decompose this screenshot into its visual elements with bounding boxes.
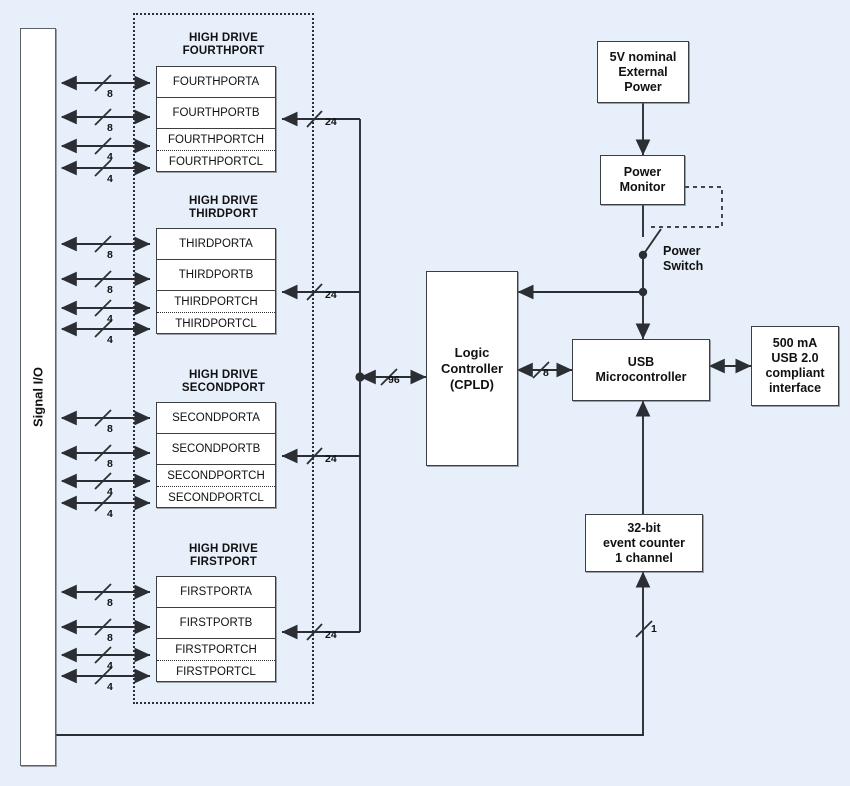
bus-width-firstportb: 8	[107, 632, 113, 644]
bus-width-thirdportb: 8	[107, 284, 113, 296]
port-fourthportch[interactable]: FOURTHPORTCH	[157, 129, 275, 151]
signal-io-bar: Signal I/O	[20, 28, 56, 766]
firstport-stack: FIRSTPORTA FIRSTPORTB FIRSTPORTCH FIRSTP…	[156, 576, 276, 682]
logic-controller-line1: Logic	[454, 344, 490, 360]
port-firstportch[interactable]: FIRSTPORTCH	[157, 639, 275, 661]
usb-interface-line4: interface	[768, 381, 822, 395]
high-drive-firstport-title: HIGH DRIVE FIRSTPORT	[133, 543, 314, 569]
usb-interface-line1: 500 mA	[772, 336, 818, 350]
usb-interface-block[interactable]: 500 mA USB 2.0 compliant interface	[751, 326, 839, 406]
bus-width-firstporta: 8	[107, 597, 113, 609]
external-power-line2: External	[618, 64, 668, 79]
external-power-block[interactable]: 5V nominal External Power	[597, 41, 689, 103]
high-drive-thirdport-title: HIGH DRIVE THIRDPORT	[133, 195, 314, 221]
port-thirdportch[interactable]: THIRDPORTCH	[157, 291, 275, 313]
event-counter-line1: 32-bit	[627, 520, 661, 535]
thirdport-title-line2: THIRDPORT	[189, 208, 258, 220]
fourthport-stack: FOURTHPORTA FOURTHPORTB FOURTHPORTCH FOU…	[156, 66, 276, 172]
fourthport-title-line2: FOURTHPORT	[182, 45, 265, 57]
port-secondporta[interactable]: SECONDPORTA	[157, 403, 275, 434]
port-fourthporta[interactable]: FOURTHPORTA	[157, 67, 275, 98]
event-counter-line3: 1 channel	[615, 550, 673, 565]
logic-controller-line2: Controller	[440, 360, 504, 376]
bus-width-cpld-usb: 8	[543, 367, 549, 379]
logic-controller-line3: (CPLD)	[449, 376, 495, 392]
port-firstportb[interactable]: FIRSTPORTB	[157, 608, 275, 639]
usb-microcontroller-line2: Microcontroller	[595, 370, 687, 384]
bus-width-secondportcl: 4	[107, 508, 113, 520]
secondport-title-line1: HIGH DRIVE	[188, 369, 259, 381]
secondport-title-line2: SECONDPORT	[181, 382, 266, 394]
port-secondportb[interactable]: SECONDPORTB	[157, 434, 275, 465]
logic-controller-block[interactable]: Logic Controller (CPLD)	[426, 271, 518, 466]
bus-width-thirdportcl: 4	[107, 334, 113, 346]
power-monitor-line2: Monitor	[619, 180, 666, 194]
bus-width-firstport-group: 24	[325, 629, 337, 641]
port-thirdportcl[interactable]: THIRDPORTCL	[175, 318, 257, 330]
bus-width-fourthport-group: 24	[325, 116, 337, 128]
usb-interface-line3: compliant	[765, 366, 825, 380]
firstport-title-line2: FIRSTPORT	[190, 556, 257, 568]
bus-width-fourthportch: 4	[107, 151, 113, 163]
fourthport-title-line1: HIGH DRIVE	[188, 32, 259, 44]
port-thirdporta[interactable]: THIRDPORTA	[157, 229, 275, 260]
port-secondportch[interactable]: SECONDPORTCH	[157, 465, 275, 487]
high-drive-secondport-title: HIGH DRIVE SECONDPORT	[133, 369, 314, 395]
power-switch-label: Power Switch	[663, 244, 703, 274]
port-fourthportcl[interactable]: FOURTHPORTCL	[168, 156, 264, 168]
bus-width-firstportcl: 4	[107, 681, 113, 693]
high-drive-fourthport-title: HIGH DRIVE FOURTHPORT	[133, 32, 314, 58]
usb-interface-line2: USB 2.0	[771, 351, 819, 365]
bus-width-firstportch: 4	[107, 660, 113, 672]
port-secondportcl[interactable]: SECONDPORTCL	[168, 492, 264, 504]
bus-width-fourthportcl: 4	[107, 173, 113, 185]
bus-width-secondporta: 8	[107, 423, 113, 435]
power-switch-label-line2: Switch	[663, 259, 704, 273]
event-counter-line2: event counter	[603, 535, 685, 550]
bus-width-counter-input: 1	[651, 623, 657, 635]
power-monitor-line1: Power	[623, 165, 662, 179]
high-drive-boundary	[133, 13, 314, 704]
external-power-line1: 5V nominal	[609, 49, 677, 64]
usb-microcontroller-line1: USB	[627, 355, 655, 369]
bus-width-fourthporta: 8	[107, 88, 113, 100]
bus-width-fourthportb: 8	[107, 122, 113, 134]
secondport-stack: SECONDPORTA SECONDPORTB SECONDPORTCH SEC…	[156, 402, 276, 508]
port-firstportcl[interactable]: FIRSTPORTCL	[176, 666, 256, 678]
port-thirdportb[interactable]: THIRDPORTB	[157, 260, 275, 291]
thirdport-stack: THIRDPORTA THIRDPORTB THIRDPORTCH THIRDP…	[156, 228, 276, 334]
bus-width-thirdportch: 4	[107, 313, 113, 325]
signal-io-label: Signal I/O	[30, 367, 46, 427]
usb-microcontroller-block[interactable]: USB Microcontroller	[572, 339, 710, 401]
bus-width-secondportch: 4	[107, 486, 113, 498]
bus-width-secondportb: 8	[107, 458, 113, 470]
event-counter-block[interactable]: 32-bit event counter 1 channel	[585, 514, 703, 572]
bus-width-secondport-group: 24	[325, 453, 337, 465]
bus-width-backplane: 96	[388, 374, 400, 386]
thirdport-title-line1: HIGH DRIVE	[188, 195, 259, 207]
external-power-line3: Power	[624, 79, 662, 94]
port-firstporta[interactable]: FIRSTPORTA	[157, 577, 275, 608]
port-fourthportb[interactable]: FOURTHPORTB	[157, 98, 275, 129]
power-switch-label-line1: Power	[663, 244, 701, 258]
bus-width-thirdport-group: 24	[325, 289, 337, 301]
power-monitor-block[interactable]: Power Monitor	[600, 155, 685, 205]
bus-width-thirdporta: 8	[107, 249, 113, 261]
firstport-title-line1: HIGH DRIVE	[188, 543, 259, 555]
